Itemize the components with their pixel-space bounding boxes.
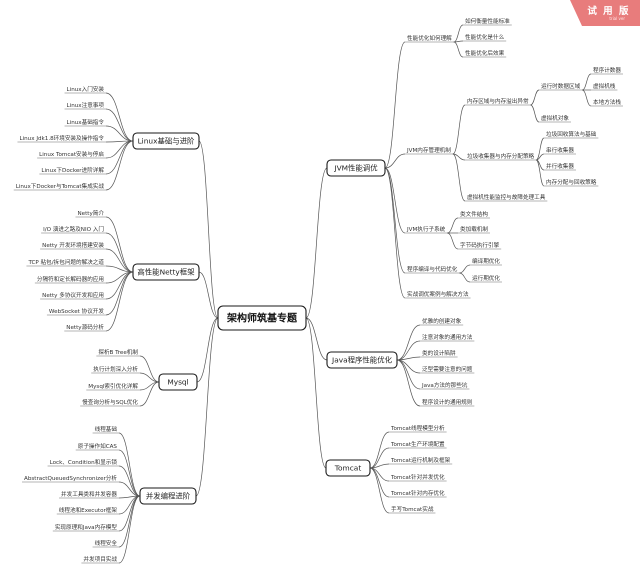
jvm-gc-item: 垃圾回收算法与基础 <box>546 130 597 138</box>
netty-item: Netty 多协议开发和应用 <box>42 291 104 299</box>
jvm-perf-item: 性能优化后效果 <box>465 49 505 57</box>
jvm-exec-item: 类加载机制 <box>460 225 488 233</box>
branch-jvm-label: JVM性能调优 <box>333 164 378 173</box>
netty-item: 分隔符和定长解码器的应用 <box>37 275 104 283</box>
jvm-memory: JVM内存管理机制 <box>406 146 451 154</box>
tomcat-item: Tomcat针对内存优化 <box>390 489 445 497</box>
linux-item: Linux Tomcat安装与停启 <box>39 150 104 158</box>
jvm-gc-item: 串行收集器 <box>546 146 574 154</box>
jvm-gc: 垃圾收集器与内存分配策略 <box>467 152 535 160</box>
java-item: 优雅的创建对象 <box>422 317 462 325</box>
branch-concurrency[interactable] <box>139 487 197 505</box>
trial-badge: 试 用 版 trial ver <box>570 0 640 26</box>
branch-java[interactable] <box>326 351 398 369</box>
jvm-exec: JVM执行子系统 <box>406 225 446 233</box>
netty-item: Netty 开发环境搭建安装 <box>42 241 104 249</box>
jvm-perf-item: 如何衡量性能标准 <box>465 17 510 25</box>
concurrency-item: 线程安全 <box>95 539 118 547</box>
java-item: 类的设计陷阱 <box>422 349 456 357</box>
jvm-runtime-item: 虚拟机栈 <box>593 82 616 90</box>
jvm-runtime-item: 程序计数器 <box>593 66 621 74</box>
netty-item: WebSocket 协议开发 <box>49 307 104 315</box>
branch-tomcat-label: Tomcat <box>334 464 362 473</box>
java-item: 程序设计的通用规则 <box>422 398 473 406</box>
branch-concurrency-label: 并发编程进阶 <box>146 492 191 501</box>
concurrency-item: 并发工具类和并发容器 <box>61 490 117 498</box>
jvm-area: 内存区域与内存溢出异常 <box>467 97 529 105</box>
branch-linux[interactable] <box>132 132 200 150</box>
mysql-item: 慢查询分析与SQL优化 <box>82 398 138 406</box>
jvm-compile-item: 编译期优化 <box>472 257 500 265</box>
linux-item: Linux下Docker与Tomcat集成实战 <box>16 182 105 190</box>
jvm-runtime-item: 本地方法栈 <box>593 98 621 106</box>
connector-lines <box>13 24 623 564</box>
concurrency-item: 并发项目实战 <box>83 555 117 563</box>
tomcat-item: Tomcat生产环境配置 <box>390 440 445 448</box>
center-node[interactable] <box>217 305 307 331</box>
java-item: Java方法的那些坑 <box>421 381 468 389</box>
java-item: 泛型需要注意的问题 <box>422 365 473 373</box>
jvm-perf-item: 性能优化是什么 <box>465 33 505 41</box>
jvm-exec-item: 字节码执行引擎 <box>460 241 500 249</box>
java-item: 注意对象的通用方法 <box>422 333 473 341</box>
concurrency-item: 原子操作如CAS <box>78 442 118 450</box>
tomcat-item: Tomcat线程模型分析 <box>390 424 445 432</box>
jvm-perf: 性能优化如何理解 <box>407 34 452 42</box>
jvm-compile-item: 运行期优化 <box>472 274 500 282</box>
branch-netty-label: 高性能Netty框架 <box>137 268 195 277</box>
jvm-practice: 实战调优案例与解决方法 <box>407 290 469 298</box>
branch-mysql-label: Mysql <box>167 378 188 387</box>
branch-tomcat[interactable] <box>325 459 371 477</box>
linux-item: Linux下Docker进阶详解 <box>41 166 104 174</box>
branch-linux-label: Linux基础与进阶 <box>138 137 195 146</box>
linux-item: Linux入门安装 <box>67 85 105 93</box>
jvm-gc-item: 内存分配与回收策略 <box>546 178 597 186</box>
mysql-item: 执行计划深入分析 <box>93 365 138 373</box>
jvm-object: 虚拟机对象 <box>541 114 569 122</box>
mysql-item: 探析B Tree机制 <box>98 348 138 356</box>
tomcat-item: 手写Tomcat实战 <box>391 505 434 513</box>
branch-jvm[interactable] <box>326 159 386 177</box>
node-labels: Linux入门安装 Linux注意事项 Linux基础指令 Linux Jdk1.8环… <box>16 17 622 563</box>
branch-mysql[interactable] <box>158 373 198 391</box>
tomcat-item: Tomcat运行机制及框架 <box>390 456 451 464</box>
netty-item: Netty简介 <box>77 209 104 217</box>
jvm-compile: 程序编译与代码优化 <box>407 265 458 273</box>
tomcat-item: Tomcat针对并发优化 <box>390 473 445 481</box>
mysql-item: Mysql索引优化详解 <box>88 382 138 390</box>
ribbon-icon <box>570 0 640 26</box>
jvm-tools: 虚拟机性能监控与故障处理工具 <box>467 193 546 201</box>
center-node-label: 架构师筑基专题 <box>226 312 298 325</box>
concurrency-item: 实现原理和Java内存模型 <box>55 523 118 531</box>
concurrency-item: 线程基础 <box>95 425 118 433</box>
concurrency-item: AbstractQueuedSynchronizer分析 <box>24 474 117 482</box>
linux-item: Linux注意事项 <box>67 101 105 109</box>
branch-java-label: Java程序性能优化 <box>331 356 393 365</box>
jvm-runtime: 运行时数据区域 <box>541 82 581 90</box>
concurrency-item: Lock、Condition和显示锁 <box>50 458 118 466</box>
linux-item: Linux Jdk1.8环境安装及操作指令 <box>19 134 104 142</box>
jvm-gc-item: 并行收集器 <box>546 162 574 170</box>
linux-item: Linux基础指令 <box>67 118 105 126</box>
jvm-exec-item: 类文件结构 <box>460 210 488 218</box>
netty-item: Netty源码分析 <box>66 323 104 331</box>
netty-item: TCP 粘包/拆包问题的解决之道 <box>27 258 104 266</box>
badge-subtitle: trial ver <box>609 16 625 21</box>
concurrency-item: 线程池和Executor框架 <box>59 506 118 514</box>
badge-title: 试 用 版 <box>587 6 630 17</box>
branch-netty[interactable] <box>132 263 200 281</box>
netty-item: I/O 演进之路及NIO 入门 <box>43 225 104 233</box>
